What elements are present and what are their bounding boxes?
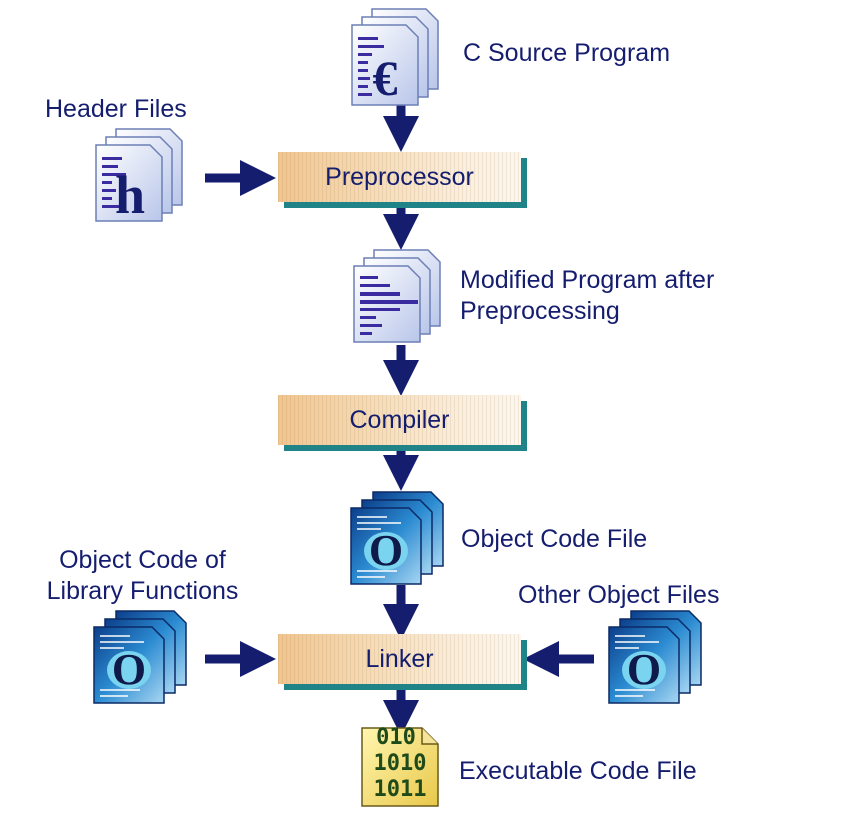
- object-file-stack-icon: O: [350, 491, 444, 585]
- document-stack-icon: [353, 249, 441, 343]
- preprocessor-label: Preprocessor: [325, 162, 474, 191]
- other-object-files-label: Other Object Files: [518, 581, 720, 609]
- library-functions-label-line2: Library Functions: [46, 577, 239, 605]
- c-source-label: C Source Program: [463, 39, 671, 67]
- linker-stage: Linker: [278, 634, 521, 684]
- c-file-stack-icon: €: [351, 8, 439, 106]
- o-glyph: O: [112, 645, 146, 694]
- o-glyph: O: [627, 645, 661, 694]
- binary-file-icon: 010 1010 1011: [361, 726, 439, 807]
- compiler-stage: Compiler: [278, 395, 521, 445]
- library-object-stack-icon: O: [93, 610, 187, 704]
- h-file-stack-icon: h: [95, 128, 183, 225]
- c-glyph: €: [373, 50, 398, 106]
- linker-label: Linker: [365, 644, 434, 673]
- modified-program-label-line1: Modified Program after: [460, 266, 715, 294]
- library-functions-label-line1: Object Code of: [59, 546, 226, 574]
- binary-row-2: 1010: [374, 751, 427, 776]
- o-glyph: O: [369, 526, 403, 575]
- header-files-label: Header Files: [45, 95, 187, 123]
- binary-row-1: 010: [376, 726, 416, 750]
- compiler-label: Compiler: [349, 405, 450, 434]
- modified-program-label-line2: Preprocessing: [460, 297, 620, 325]
- h-glyph: h: [115, 165, 145, 225]
- other-object-stack-icon: O: [608, 610, 702, 704]
- binary-row-3: 1011: [374, 777, 427, 802]
- object-code-file-label: Object Code File: [461, 525, 648, 553]
- executable-code-file-label: Executable Code File: [459, 757, 697, 785]
- preprocessor-stage: Preprocessor: [278, 152, 521, 202]
